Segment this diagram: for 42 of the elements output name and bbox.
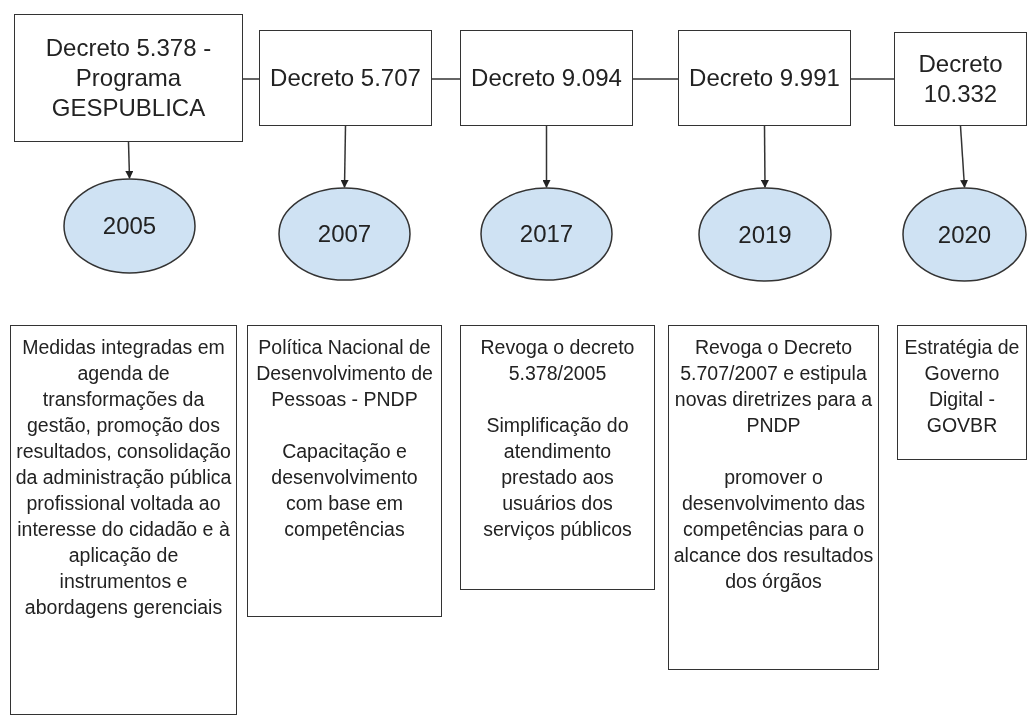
arrow — [340, 125, 349, 188]
node-text: Decreto 5.378 - Programa GESPUBLICA — [44, 33, 213, 123]
node-text: Medidas integradas em agenda de transformações da gestão, promoção dos resultados, consolidação da administração pública profissional voltada ao interesse do cidadão e à aplicação de instrumentos e abordagens gerenciais — [15, 335, 232, 620]
node-text: Política Nacional de Desenvolvimento de Pessoas - PNDP — [255, 335, 434, 412]
year-ellipse — [480, 187, 613, 281]
decree-box — [259, 30, 432, 126]
arrow — [760, 125, 769, 188]
year-label: 2017 — [519, 220, 574, 248]
description-box — [897, 325, 1027, 460]
node-text: Decreto 9.991 — [689, 63, 840, 93]
description-box — [460, 325, 655, 590]
decree-box — [894, 32, 1027, 126]
description-box — [247, 325, 442, 617]
node-text: Estratégia de Governo Digital - GOVBR — [903, 335, 1021, 438]
year-label: 2020 — [937, 220, 992, 249]
connector-line — [242, 78, 260, 80]
year-ellipse — [63, 178, 196, 274]
connector-line — [431, 78, 461, 80]
connector-line — [850, 78, 895, 80]
node-text: Revoga o decreto 5.378/2005 — [479, 335, 636, 386]
year-label: 2019 — [738, 220, 792, 249]
year-ellipse — [698, 187, 832, 282]
node-text: Decreto 5.707 — [270, 63, 421, 93]
node-text: Simplificação do atendimento prestado aos usuários dos serviços públicos — [482, 413, 633, 542]
year-ellipse — [902, 187, 1027, 282]
node-text: Capacitação e desenvolvimento com base em competências — [270, 439, 419, 542]
arrow — [542, 125, 551, 188]
year-label: 2007 — [317, 220, 372, 248]
arrow — [125, 141, 134, 179]
description-box — [668, 325, 879, 670]
connector-line — [632, 78, 679, 80]
node-text: Revoga o Decreto 5.707/2007 e estipula novas diretrizes para a PNDP — [673, 335, 874, 438]
year-label: 2005 — [102, 212, 157, 240]
year-ellipse — [278, 187, 411, 281]
node-text: Decreto 9.094 — [471, 63, 622, 93]
decree-box — [678, 30, 851, 126]
node-text: Decreto 10.332 — [917, 49, 1004, 109]
description-box — [10, 325, 237, 715]
decree-box — [14, 14, 243, 142]
decree-box — [460, 30, 633, 126]
node-text: promover o desenvolvimento das competências para o alcance dos resultados dos órgãos — [673, 465, 874, 594]
arrow — [959, 125, 969, 188]
